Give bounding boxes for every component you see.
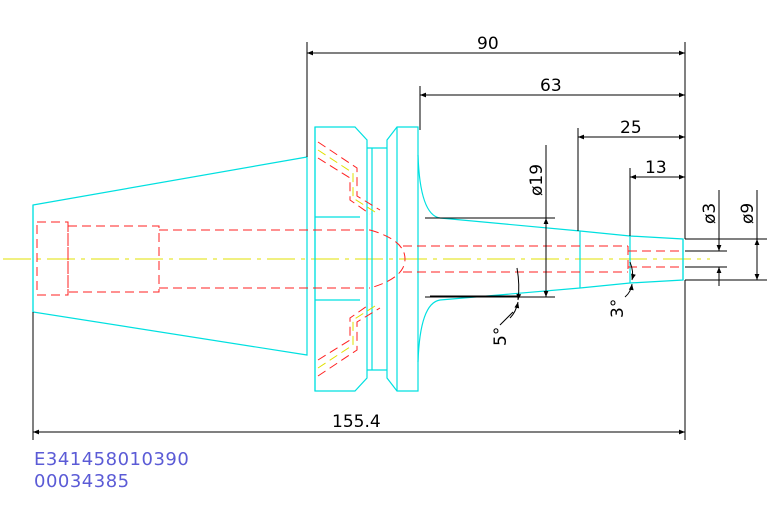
- slot-centre-lines: [317, 149, 376, 369]
- dimension-lines: [32, 42, 767, 440]
- dimension-labels: 90 63 25 13 155.4 ø19 ø3 ø9 5° 3°: [332, 34, 758, 432]
- dim-13: 13: [645, 158, 667, 178]
- dim-angle-5: 5°: [491, 327, 511, 346]
- dim-dia-9: ø9: [738, 203, 758, 224]
- serial-number: 00034385: [34, 471, 130, 492]
- dim-25: 25: [620, 118, 642, 138]
- dim-dia-3: ø3: [700, 203, 720, 224]
- dim-90: 90: [477, 34, 499, 54]
- dim-dia-19: ø19: [527, 164, 547, 196]
- dim-angle-3: 3°: [608, 299, 628, 318]
- hidden-lines: [36, 141, 683, 377]
- dim-155-4: 155.4: [332, 412, 381, 432]
- part-code: E341458010390: [34, 449, 190, 470]
- dim-63: 63: [540, 76, 562, 96]
- tool-outline: [32, 126, 684, 392]
